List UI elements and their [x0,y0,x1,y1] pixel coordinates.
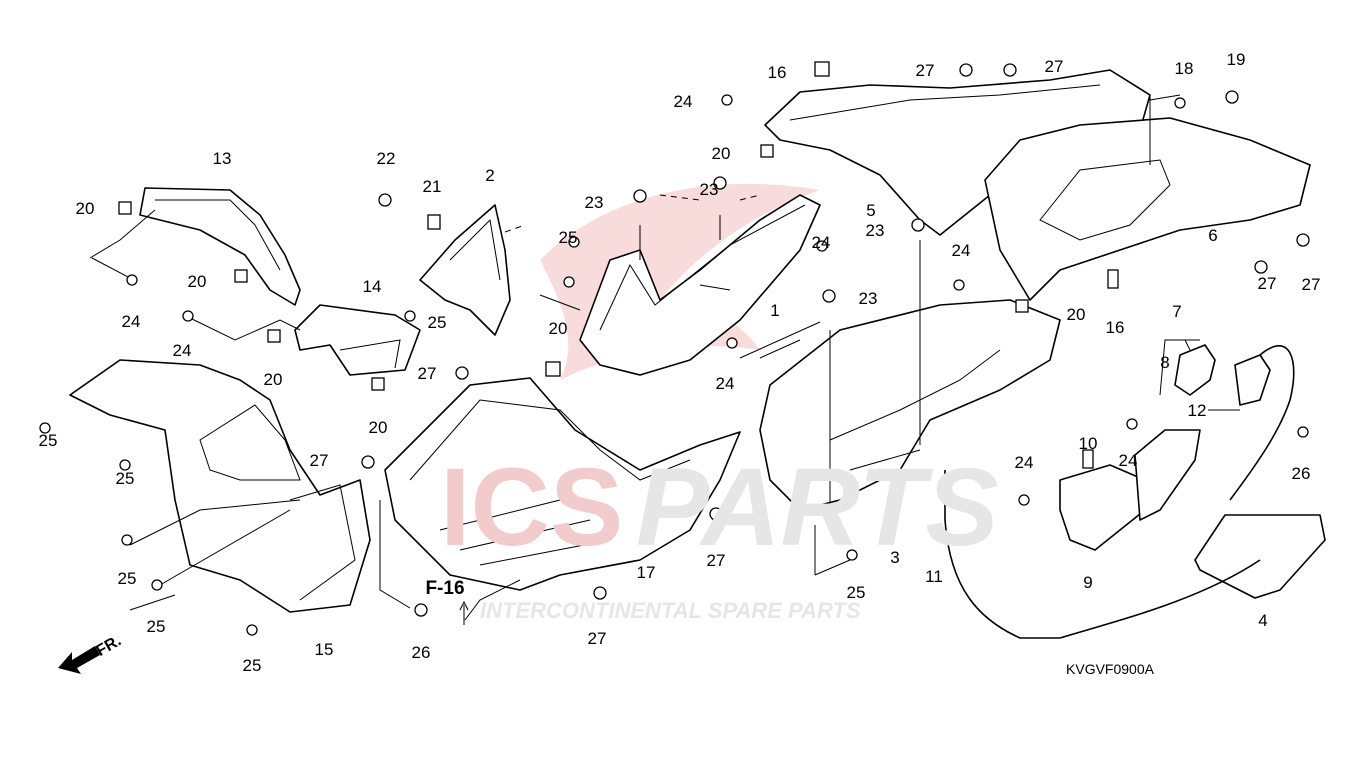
callout-20: 20 [264,370,283,389]
front-arrow-icon [58,646,100,674]
part-14-cover [294,304,421,376]
callout-12: 12 [1188,401,1207,420]
part-2-panel [419,204,511,336]
reference-arrow-icon [459,600,469,625]
callout-13: 13 [213,149,232,168]
leader-lines [89,94,1240,621]
callout-25: 25 [243,656,262,675]
callout-23: 23 [700,180,719,199]
callout-15: 15 [315,640,334,659]
watermark-brand-parts: PARTS [636,446,999,569]
part-11-cable [944,345,1295,639]
callout-23: 23 [866,221,885,240]
callout-18: 18 [1175,59,1194,78]
part-9-latch [1059,464,1146,551]
callout-24: 24 [952,241,971,260]
callout-11: 11 [925,567,943,586]
callout-25: 25 [428,313,447,332]
callout-2: 2 [485,166,494,185]
callout-20: 20 [76,199,95,218]
callout-14: 14 [363,277,382,296]
callout-22: 22 [377,149,396,168]
callout-27: 27 [1045,57,1064,76]
part-17-floor-panel [384,377,741,591]
callout-27: 27 [1302,275,1321,294]
part-6-side-cover [984,117,1311,301]
callout-labels: 13 20 20 24 24 20 14 20 22 21 2 25 27 25… [39,50,1321,675]
front-arrow: FR. [58,632,124,674]
callout-26: 26 [412,643,431,662]
callout-24: 24 [1015,453,1034,472]
watermark: ICS PARTS INTERCONTINENTAL SPARE PARTS [440,446,999,623]
callout-25: 25 [118,569,137,588]
callout-21: 21 [423,177,442,196]
callout-24: 24 [122,312,141,331]
callout-26: 26 [1292,464,1311,483]
callout-25: 25 [847,583,866,602]
callout-20: 20 [712,144,731,163]
callout-3: 3 [890,548,899,567]
watermark-tagline: INTERCONTINENTAL SPARE PARTS [480,598,861,623]
callout-27: 27 [916,61,935,80]
callout-20: 20 [369,418,388,437]
callout-27: 27 [588,629,607,648]
part-13-cover [139,187,301,306]
callout-16: 16 [1106,318,1125,337]
callout-8: 8 [1160,353,1169,372]
callout-20: 20 [1067,305,1086,324]
part-4-side-cover [1194,514,1326,599]
reference-f16: F-16 [425,578,464,599]
callout-17: 17 [637,563,656,582]
fasteners [39,61,1310,636]
part-12-bracket [1234,354,1271,406]
callout-5: 5 [866,201,875,220]
callout-6: 6 [1208,226,1217,245]
callout-24: 24 [812,233,831,252]
callout-7: 7 [1172,302,1181,321]
part-15-inner-cover [69,359,371,613]
callout-19: 19 [1227,50,1246,69]
callout-27: 27 [707,551,726,570]
diagram-code: KVGVF0900A [1066,661,1155,677]
callout-23: 23 [859,289,878,308]
callout-1: 1 [770,301,779,320]
callout-16: 16 [768,63,787,82]
callout-23: 23 [585,193,604,212]
callout-24: 24 [1119,451,1138,470]
watermark-brand: ICS [440,446,623,569]
callout-24: 24 [674,92,693,111]
callout-27: 27 [310,451,329,470]
callout-25: 25 [116,469,135,488]
callout-27: 27 [418,364,437,383]
callout-25: 25 [39,431,58,450]
callout-4: 4 [1258,611,1267,630]
callout-24: 24 [716,374,735,393]
callout-24: 24 [173,341,192,360]
callout-9: 9 [1083,573,1092,592]
callout-10: 10 [1079,434,1098,453]
part-7-lock [1174,344,1216,396]
callout-20: 20 [549,319,568,338]
callout-20: 20 [188,272,207,291]
callout-25: 25 [559,228,578,247]
callout-25: 25 [147,617,166,636]
callout-27: 27 [1258,274,1277,293]
